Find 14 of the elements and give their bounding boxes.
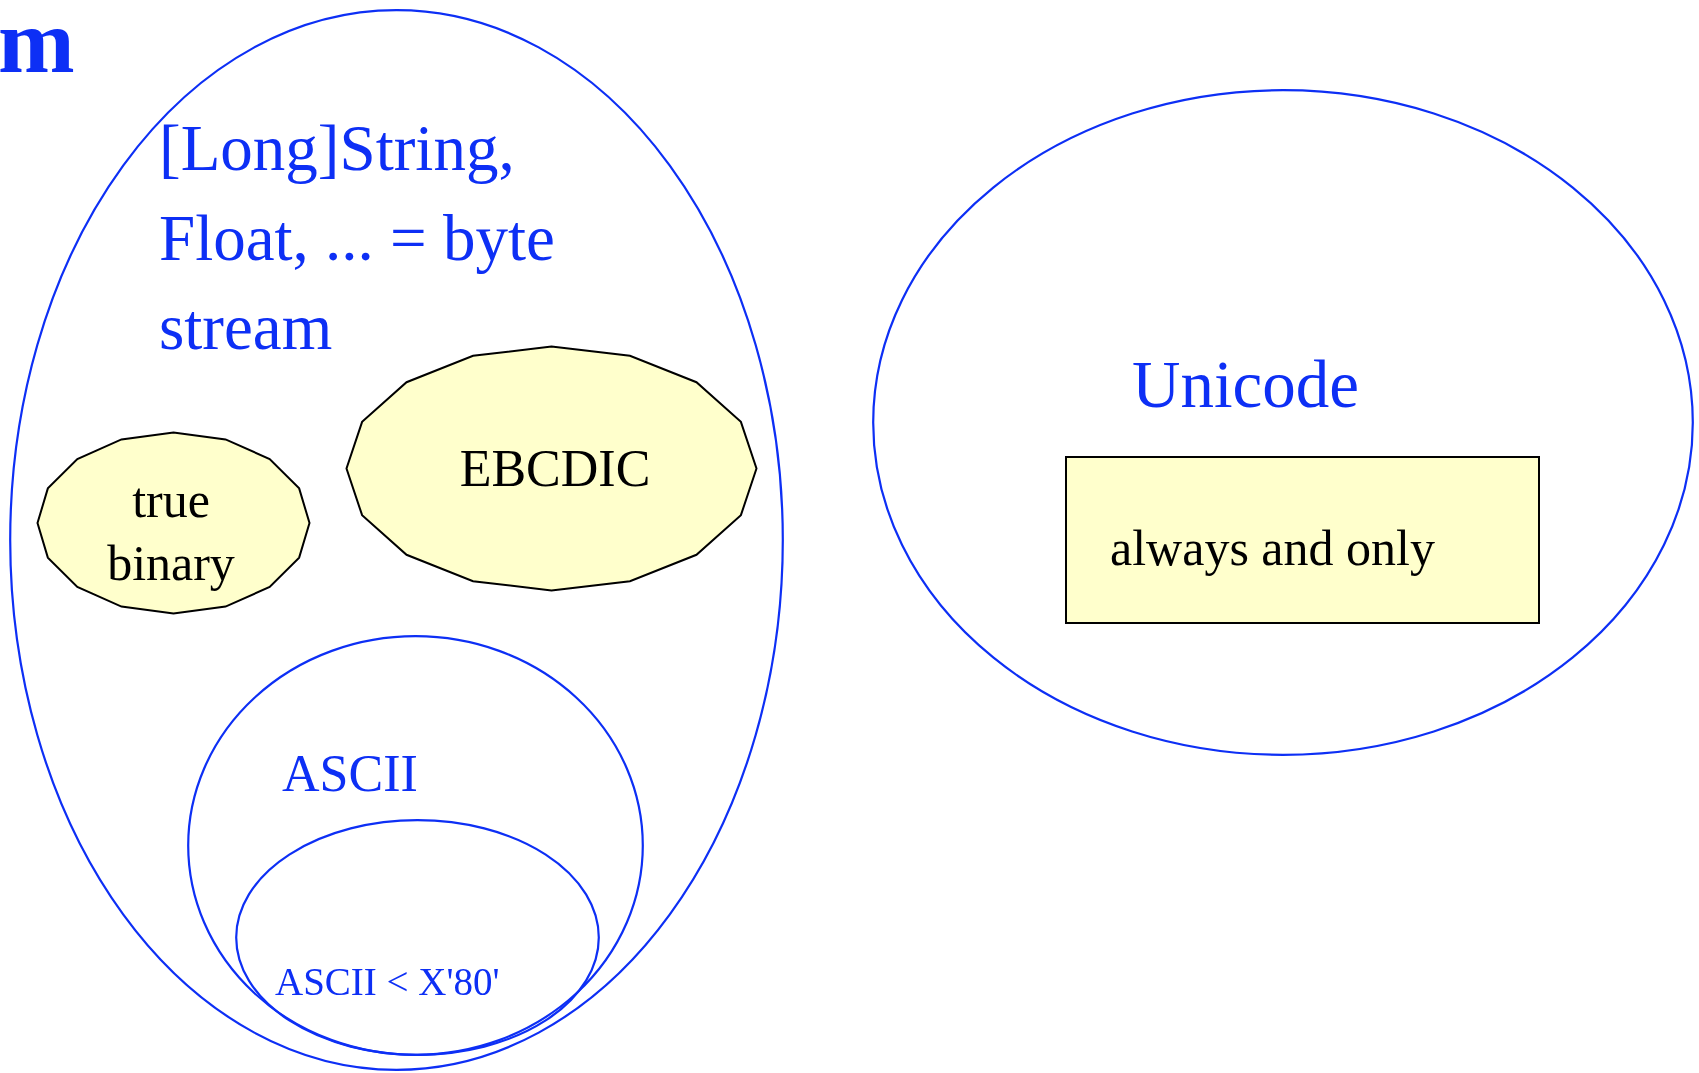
set-blob [36, 431, 311, 615]
set-label: EBCDIC [458, 439, 652, 499]
set-label: true binary [106, 471, 236, 593]
set-label: Unicode [1132, 346, 1360, 423]
text-box [1065, 456, 1540, 624]
set-label: ASCII [282, 744, 419, 804]
set-label: ASCII < X'80' [275, 959, 501, 1005]
title-fragment: m [0, 0, 75, 94]
set-label: [Long]String, Float, ... = byte stream [159, 111, 556, 366]
set-circle [187, 635, 644, 1056]
set-ellipse [235, 819, 600, 1056]
set-blob [345, 345, 758, 592]
set-ellipse [872, 89, 1694, 756]
set-label: always and only [1110, 519, 1436, 578]
